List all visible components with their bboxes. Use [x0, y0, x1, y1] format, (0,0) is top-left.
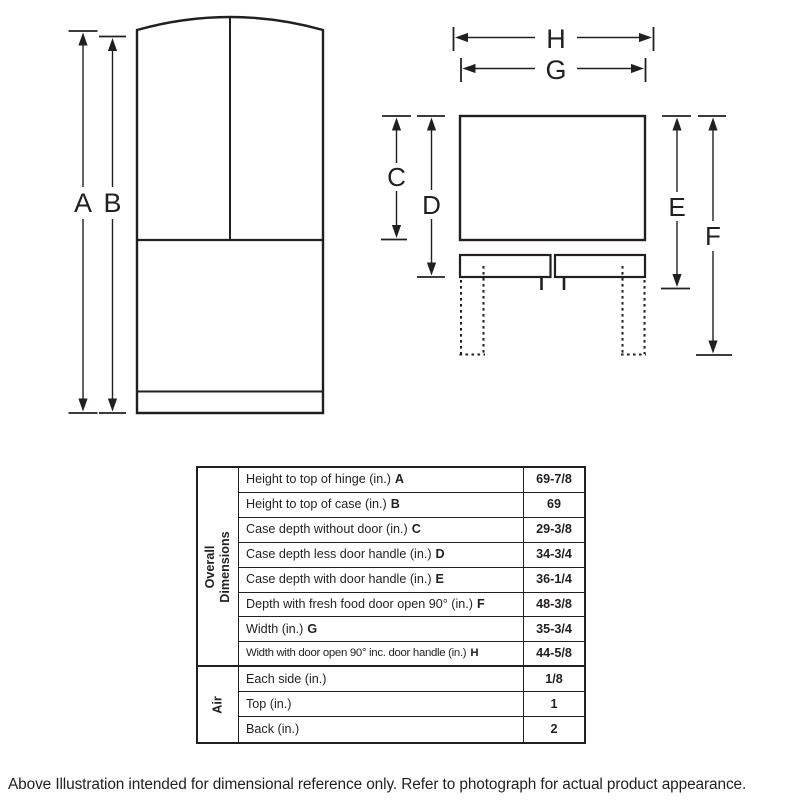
table-row-value: 69: [523, 492, 584, 518]
table-row-label: Width (in.)G: [238, 617, 523, 643]
group-header-air: Air: [198, 667, 238, 742]
table-row-value: 1/8: [523, 667, 584, 693]
table-row-value: 36-1/4: [523, 567, 584, 593]
row-label-text: Depth with fresh food door open 90° (in.…: [246, 596, 473, 611]
row-label-text: Height to top of case (in.): [246, 497, 387, 512]
label-h: H: [546, 24, 566, 54]
dimension-arrow-e: [661, 115, 691, 290]
table-row-value: 35-3/4: [523, 617, 584, 643]
row-label-text: Each side (in.): [246, 671, 327, 686]
table-row-label: Top (in.): [238, 692, 523, 718]
row-label-text: Height to top of hinge (in.): [246, 472, 391, 487]
table-row-label: Depth with fresh food door open 90° (in.…: [238, 592, 523, 618]
row-label-text: Case depth with door handle (in.): [246, 571, 432, 586]
label-e: E: [668, 192, 685, 222]
dimension-arrow-b: [99, 35, 126, 414]
table-row-value: 34-3/4: [523, 542, 584, 568]
right-door: [553, 253, 647, 279]
dimension-arrow-g: [460, 58, 647, 82]
label-g: G: [545, 55, 566, 85]
dimension-arrow-f: [696, 115, 732, 356]
disclaimer-caption: Above Illustration intended for dimensio…: [8, 776, 747, 793]
dimension-arrow-h: [452, 27, 655, 51]
row-letter: D: [435, 547, 445, 562]
group-label-line: Air: [210, 695, 225, 714]
row-letter: A: [394, 472, 405, 487]
dimension-diagram: A B: [68, 15, 732, 415]
group-header-overall-dimensions: Overall Dimensions: [198, 468, 238, 668]
row-label-text: Width (in.): [246, 621, 304, 636]
table-row-label: Height to top of hinge (in.)A: [238, 468, 523, 493]
label-a: A: [74, 188, 92, 218]
table-row-value: 29-3/8: [523, 517, 584, 543]
table-row-label: Back (in.): [238, 717, 523, 742]
table-row-label: Width with door open 90° inc. door handl…: [238, 642, 523, 668]
row-label-text: Case depth less door handle (in.): [246, 547, 432, 562]
row-label-text: Case depth without door (in.): [246, 522, 408, 537]
left-door: [458, 253, 552, 279]
label-c: C: [387, 162, 406, 192]
row-letter: B: [390, 497, 400, 512]
dimension-arrow-d: [417, 115, 445, 278]
row-label-text: Top (in.): [246, 696, 292, 711]
dimension-arrow-c: [381, 115, 411, 241]
refrigerator-top-view: H G C D: [381, 24, 732, 356]
group-label-line: Dimensions: [218, 530, 232, 603]
row-label-text: Back (in.): [246, 721, 300, 736]
row-label-text: Width with door open 90° inc. door handl…: [246, 646, 467, 659]
table-row-label: Each side (in.): [238, 667, 523, 693]
label-d: D: [422, 190, 441, 220]
row-letter: H: [470, 646, 479, 659]
row-letter: F: [476, 596, 485, 611]
table-row-value: 1: [523, 692, 584, 718]
table-row-value: 2: [523, 717, 584, 742]
label-f: F: [705, 221, 721, 251]
row-letter: E: [435, 571, 444, 586]
dimensions-table: Overall Dimensions Height to top of hing…: [196, 466, 586, 744]
open-door-dashed-outline: [459, 266, 646, 356]
table-row-label: Height to top of case (in.)B: [238, 492, 523, 518]
group-label-line: Overall: [202, 545, 217, 588]
fridge-outline: [135, 15, 325, 415]
case-outline: [458, 114, 647, 242]
refrigerator-front-view: A B: [68, 15, 325, 415]
table-row-label: Case depth less door handle (in.)D: [238, 542, 523, 568]
table-row-value: 44-5/8: [523, 642, 584, 668]
dimension-arrow-a: [68, 30, 98, 414]
label-b: B: [103, 188, 121, 218]
table-row-label: Case depth with door handle (in.)E: [238, 567, 523, 593]
table-row-label: Case depth without door (in.)C: [238, 517, 523, 543]
row-letter: C: [411, 522, 421, 537]
table-row-value: 69-7/8: [523, 468, 584, 493]
table-row-value: 48-3/8: [523, 592, 584, 618]
row-letter: G: [307, 621, 318, 636]
